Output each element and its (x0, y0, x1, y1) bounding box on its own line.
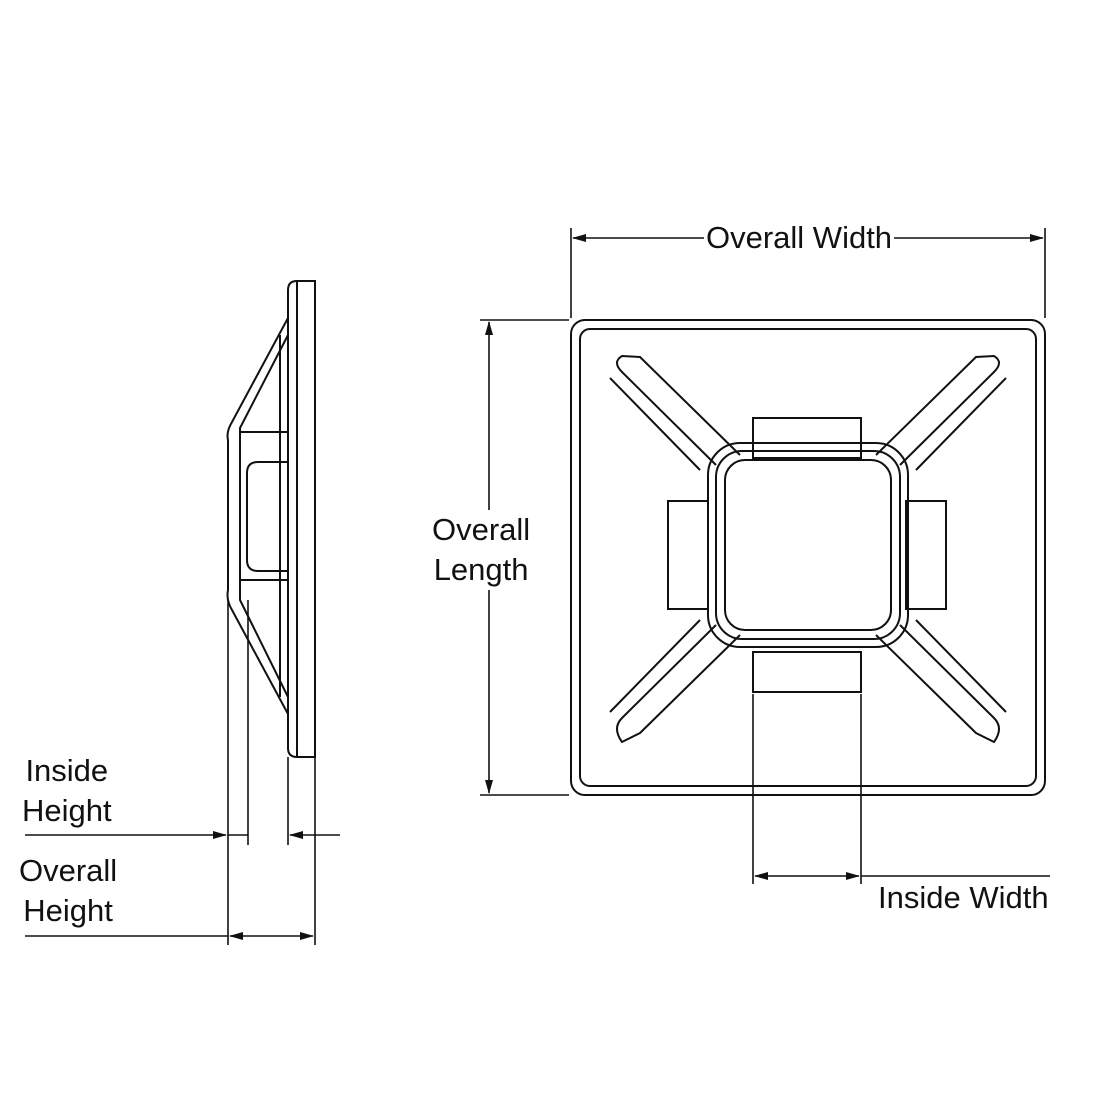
front-view (570, 319, 1046, 796)
inside-height-label: Inside Height (20, 751, 114, 831)
overall-length-label: Overall Length (430, 510, 533, 590)
overall-height-label: Overall Height (17, 851, 119, 931)
overall-height-line-2: Height (23, 893, 113, 928)
overall-length-line-1: Overall (432, 512, 531, 547)
overall-length-line-2: Length (433, 552, 529, 587)
side-view (226, 280, 316, 758)
inside-height-line-1: Inside (25, 753, 109, 788)
dimension-lines (25, 228, 1050, 945)
arms (609, 354, 1007, 744)
overall-width-label: Overall Width (704, 218, 895, 258)
tabs (667, 417, 947, 693)
inside-width-label: Inside Width (878, 880, 1049, 915)
inside-height-line-2: Height (22, 793, 112, 828)
overall-height-line-1: Overall (19, 853, 118, 888)
